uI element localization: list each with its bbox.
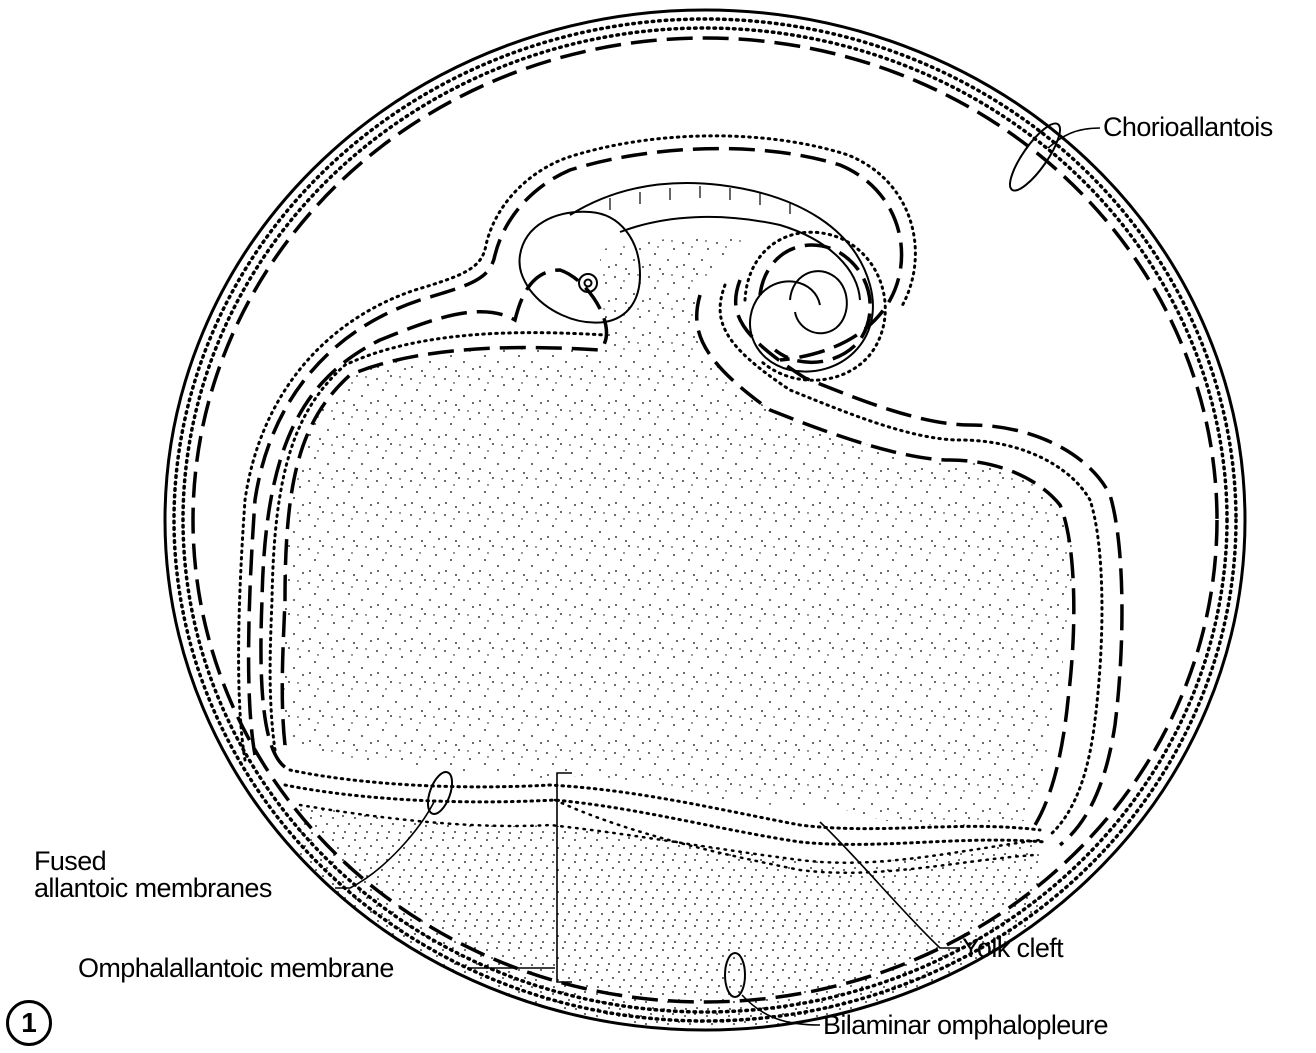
- chorioallantois-label: Chorioallantois: [1103, 114, 1273, 141]
- bilaminar-label: Bilaminar omphalopleure: [823, 1012, 1108, 1039]
- yolk-mass: [282, 238, 1072, 826]
- figure-number: 1: [6, 1000, 52, 1046]
- yolk-cleft-label: Yolk cleft: [962, 935, 1063, 962]
- chorioallantois-marker: [1002, 117, 1068, 196]
- omphalallantoic-label: Omphalallantoic membrane: [78, 955, 394, 982]
- fused-allantoic-label-line2: allantoic membranes: [34, 875, 272, 902]
- fused-allantoic-label-line1: Fused: [34, 848, 106, 875]
- fused-allantoic-marker: [423, 769, 457, 817]
